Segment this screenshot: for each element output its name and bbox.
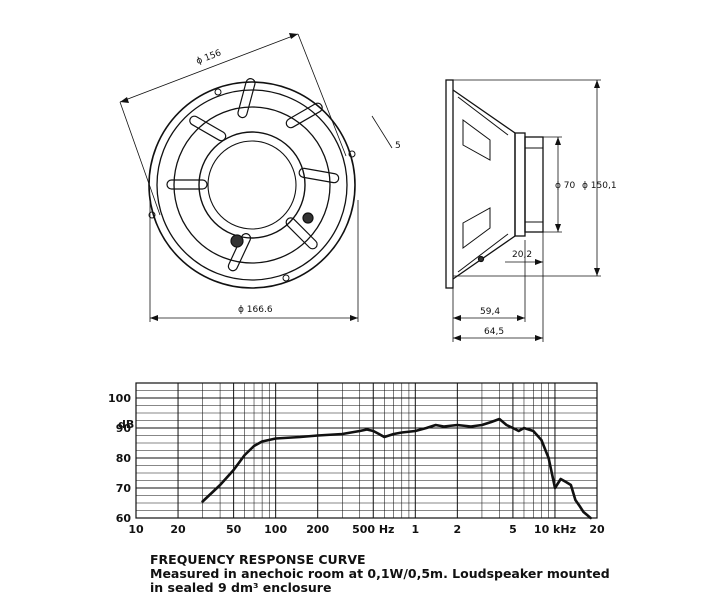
chart-grid-minor bbox=[136, 383, 597, 518]
x-tick-label: 50 bbox=[226, 523, 242, 536]
side-arrows bbox=[453, 80, 600, 341]
chart-grid-major bbox=[136, 383, 597, 518]
y-tick-label: 90 bbox=[116, 422, 132, 435]
front-center-cap bbox=[207, 140, 297, 230]
x-tick-label: 2 bbox=[454, 523, 462, 536]
dim-label-202: 20,2 bbox=[512, 250, 532, 260]
caption-line-1: Measured in anechoic room at 0,1W/0,5m. … bbox=[150, 566, 610, 581]
y-tick-label: 60 bbox=[116, 512, 132, 525]
dim-label-1666: ϕ 166.6 bbox=[238, 305, 273, 315]
y-axis-unit: dB bbox=[118, 418, 134, 431]
side-basket-outline bbox=[452, 89, 516, 280]
side-magnet-plate bbox=[514, 132, 526, 237]
x-tick-label: 10 kHz bbox=[534, 523, 576, 536]
front-inner-rim bbox=[156, 89, 348, 281]
side-flange bbox=[445, 79, 454, 289]
x-tick-label: 5 bbox=[509, 523, 517, 536]
front-basket-ring bbox=[173, 106, 331, 264]
ext-line-156-right bbox=[297, 33, 347, 157]
caption-line-2: in sealed 9 dm³ enclosure bbox=[150, 580, 332, 595]
frequency-response-chart: 10 20 50 100 200 500 Hz 1 2 5 10 kHz 20 60 70 80 90 10… bbox=[108, 382, 605, 536]
side-dimensions bbox=[452, 79, 601, 342]
dim-label-5: 5 bbox=[395, 141, 401, 151]
front-arrows bbox=[120, 33, 358, 321]
y-tick-labels: 60 70 80 90 100 bbox=[108, 392, 131, 525]
side-view bbox=[445, 79, 544, 289]
side-terminal bbox=[477, 255, 485, 263]
dim-line-5 bbox=[371, 115, 393, 149]
front-outer-rim bbox=[148, 81, 356, 289]
response-curve bbox=[201, 417, 592, 520]
x-tick-labels: 10 20 50 100 200 500 Hz 1 2 5 10 kHz 20 bbox=[128, 523, 605, 536]
front-view bbox=[148, 78, 356, 289]
basket-spokes bbox=[166, 78, 340, 272]
dim-label-645: 64,5 bbox=[484, 327, 504, 337]
x-tick-label: 20 bbox=[170, 523, 186, 536]
y-tick-label: 100 bbox=[108, 392, 131, 405]
x-tick-label: 500 Hz bbox=[352, 523, 394, 536]
front-dimensions bbox=[119, 33, 393, 322]
terminal-connectors bbox=[230, 212, 314, 248]
dim-label-594: 59,4 bbox=[480, 307, 500, 317]
y-tick-label: 70 bbox=[116, 482, 132, 495]
x-tick-label: 1 bbox=[411, 523, 419, 536]
x-tick-label: 100 bbox=[264, 523, 287, 536]
ext-line-156-left bbox=[119, 101, 161, 216]
x-tick-label: 200 bbox=[306, 523, 329, 536]
dim-line-156 bbox=[119, 33, 299, 103]
x-tick-label: 20 bbox=[589, 523, 605, 536]
dim-label-70: ϕ 70 bbox=[555, 181, 576, 191]
y-tick-label: 80 bbox=[116, 452, 132, 465]
x-tick-label: 10 bbox=[128, 523, 144, 536]
front-dust-cap-ring bbox=[198, 131, 306, 239]
chart-caption: FREQUENCY RESPONSE CURVE Measured in ane… bbox=[150, 553, 670, 595]
dim-label-1501: ϕ 150,1 bbox=[582, 181, 617, 191]
side-magnet bbox=[524, 136, 544, 233]
caption-title: FREQUENCY RESPONSE CURVE bbox=[150, 552, 366, 567]
chart-frame bbox=[135, 382, 598, 519]
mounting-holes bbox=[148, 88, 356, 282]
